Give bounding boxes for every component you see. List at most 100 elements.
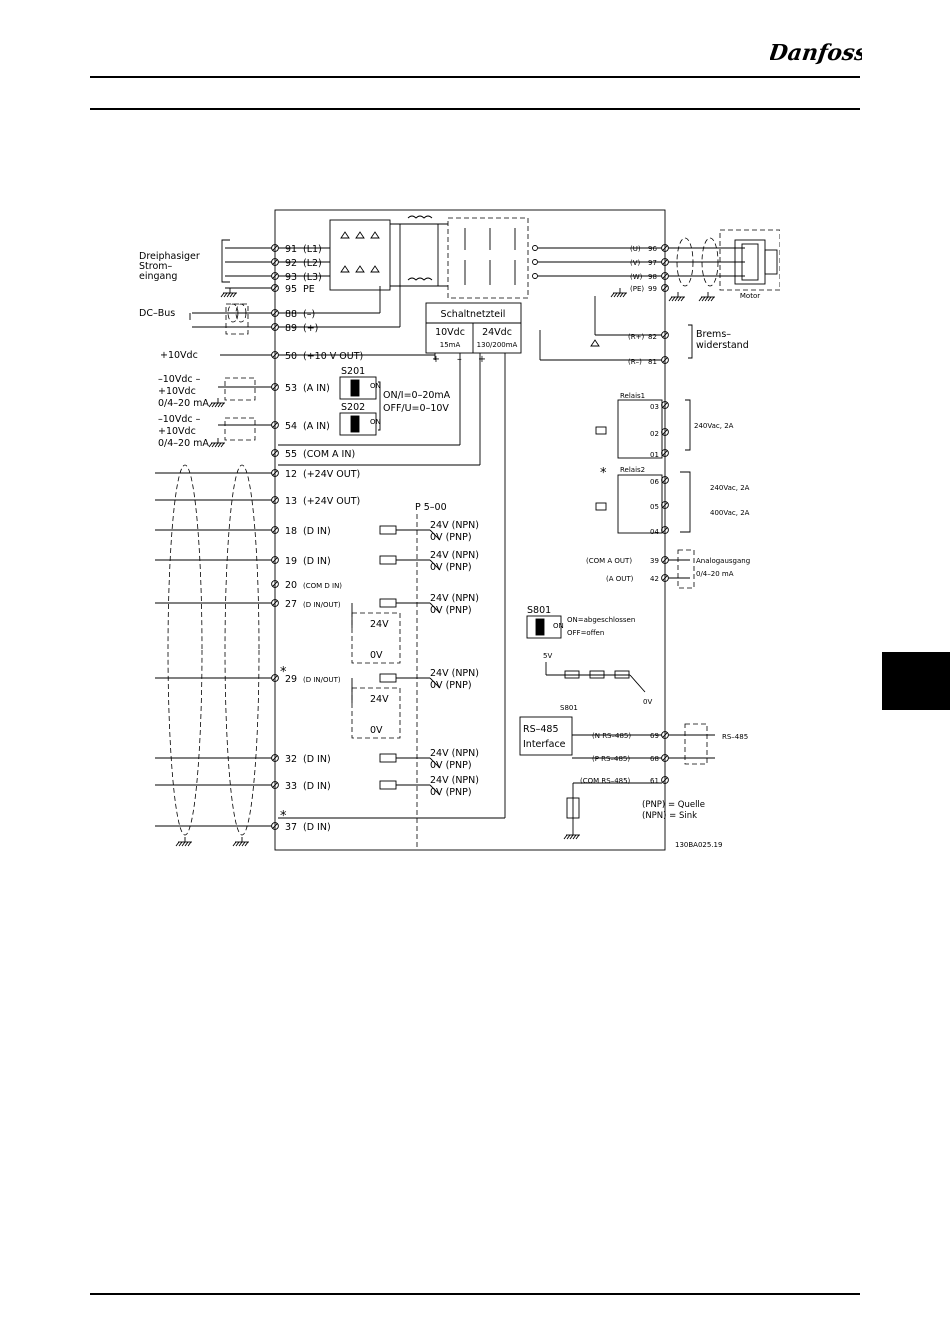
pnp-label: 0V (PNP)	[430, 680, 472, 691]
relay2-label: Relais2	[620, 466, 645, 474]
wire	[613, 292, 618, 298]
psu-24v-ma: 130/200mA	[477, 341, 518, 349]
dout-24v: 24V	[370, 694, 389, 705]
wire	[232, 841, 237, 847]
rs485-n-num: 69	[650, 732, 659, 740]
wire	[671, 296, 676, 302]
psu-plus: +	[432, 354, 440, 365]
wire	[272, 324, 278, 330]
ain54-label: –10Vdc –	[158, 414, 201, 425]
diode	[355, 231, 365, 239]
terminal-number: 55	[285, 449, 297, 460]
param-label: P 5–00	[415, 502, 447, 513]
rs485-iface-line1: RS–485	[523, 724, 559, 735]
wire	[175, 841, 180, 847]
psu-10v-ma: 15mA	[440, 341, 461, 349]
dout-0v: 0V	[370, 650, 383, 661]
terminal-screw	[661, 556, 669, 564]
relay2-rating-b: 400Vac, 2A	[710, 509, 750, 517]
terminal-screw	[271, 496, 279, 504]
motor-windings	[741, 243, 759, 281]
s801-off-desc: OFF=offen	[567, 629, 604, 637]
rs485-p-num: 68	[650, 755, 659, 763]
aout-title: Analogausgang	[696, 557, 750, 565]
motor-enclosure	[719, 229, 780, 291]
terminal-screw	[271, 323, 279, 331]
wire	[235, 841, 240, 847]
diagram-shapes	[271, 209, 778, 851]
cable-shield	[225, 303, 249, 335]
cable-shield-2	[224, 464, 260, 836]
terminal-screw	[661, 284, 669, 292]
rs485-iface	[519, 716, 573, 756]
terminal-screw	[271, 754, 279, 762]
dout-24v: 24V	[370, 619, 389, 630]
terminal-name: (+10 V OUT)	[303, 351, 363, 362]
terminal-screw	[661, 244, 669, 252]
aout-range: 0/4–20 mA	[696, 570, 734, 578]
wire	[232, 292, 237, 298]
wire	[680, 296, 685, 302]
bracket	[688, 324, 693, 359]
wire	[211, 442, 216, 448]
relay2-box	[617, 474, 663, 534]
switch-off-desc: OFF/U=0–10V	[383, 403, 449, 414]
wire	[220, 292, 225, 298]
terminal-name: (D IN)	[303, 526, 331, 537]
s202-on: ON	[370, 418, 381, 426]
terminal-number: 33	[285, 781, 297, 792]
danfoss-logo: Danfoss	[770, 40, 862, 66]
wire	[272, 259, 278, 265]
terminal-name: (L1)	[303, 244, 322, 255]
ain54-label: +10Vdc	[158, 426, 196, 437]
terminal-number: 12	[285, 469, 297, 480]
terminal-name: (D IN)	[303, 781, 331, 792]
cable-shield-1	[167, 464, 203, 836]
pnp-label: 0V (PNP)	[430, 787, 472, 798]
legend-pnp: (PNP) = Quelle	[642, 800, 705, 810]
wire	[208, 402, 213, 408]
wire	[211, 402, 216, 408]
motor-term-num: 98	[648, 273, 657, 281]
motor-term-name: (V)	[630, 259, 641, 267]
bracket	[221, 239, 230, 283]
brake-diode	[590, 339, 600, 347]
motor-term-name: (PE)	[630, 285, 644, 293]
terminal-number: 29	[285, 674, 297, 685]
terminal-screw	[661, 258, 669, 266]
wire	[629, 674, 646, 693]
wire	[662, 259, 668, 265]
terminal-screw	[271, 309, 279, 317]
npn-label: 24V (NPN)	[430, 775, 479, 786]
out-node	[532, 259, 538, 265]
s201-label: S201	[341, 366, 365, 377]
rs485-p: (P RS–485)	[592, 755, 630, 763]
terminal-name: (+24V OUT)	[303, 469, 360, 480]
terminal-number: 53	[285, 383, 297, 394]
s202-label: S202	[341, 402, 365, 413]
pnp-label: 0V (PNP)	[430, 562, 472, 573]
rectifier	[329, 219, 391, 291]
wire	[662, 732, 668, 738]
chapter-tab	[882, 652, 950, 710]
terminal-screw	[271, 556, 279, 564]
asterisk: *	[600, 466, 607, 481]
wire	[622, 292, 627, 298]
wire	[707, 296, 712, 302]
choke	[407, 215, 433, 219]
terminal-screw	[271, 781, 279, 789]
wire	[619, 292, 624, 298]
terminal-number: 95	[285, 284, 297, 295]
selector	[429, 757, 441, 769]
terminal-name: (D IN)	[303, 556, 331, 567]
wire	[662, 477, 668, 483]
motor-shield	[676, 237, 694, 287]
terminal-number: 19	[285, 556, 297, 567]
rs485-shield	[684, 723, 708, 765]
terminal-number: 92	[285, 258, 297, 269]
wire	[662, 450, 668, 456]
terminal-screw	[271, 244, 279, 252]
wire	[272, 245, 278, 251]
din-resistor	[379, 673, 397, 683]
